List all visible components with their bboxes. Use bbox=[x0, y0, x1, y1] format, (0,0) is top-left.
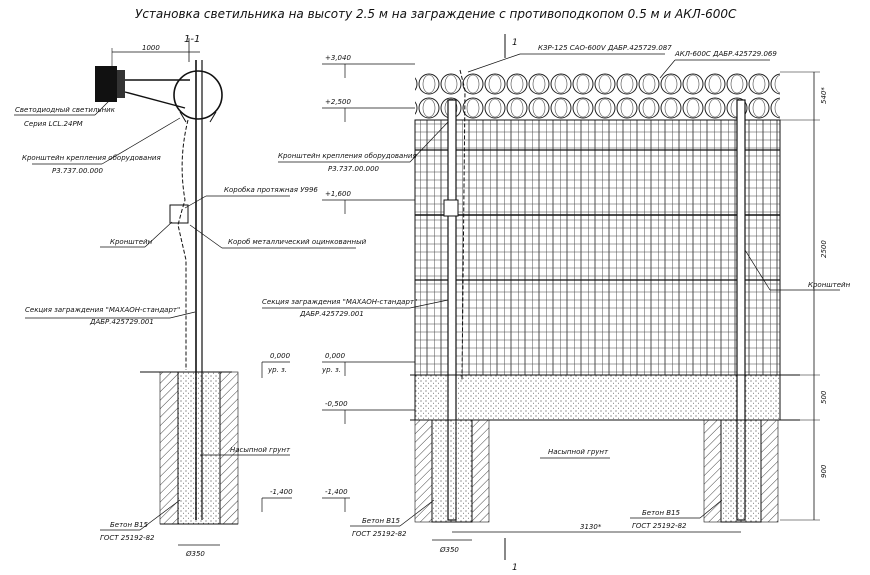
label-concrete-left: Бетон В15 bbox=[110, 521, 149, 529]
dim-540: 540* bbox=[820, 87, 828, 104]
level-marks-right bbox=[322, 63, 415, 512]
vertical-dim-chain bbox=[780, 71, 820, 521]
ring-foot-r bbox=[209, 111, 217, 123]
label-fill-soil-left: Насыпной грунт bbox=[230, 446, 291, 454]
anti-dig-mesh bbox=[414, 374, 781, 421]
label-akl: АКЛ-600С ДАБР.425729.069 bbox=[674, 50, 777, 58]
label-concrete-right-1: Бетон В15 bbox=[362, 517, 401, 525]
label-galv-duct-left: Короб металлический оцинкованный bbox=[228, 238, 367, 246]
leader-concrete-right-2b bbox=[699, 499, 723, 519]
leader-bracket-eq-right-2 bbox=[409, 121, 449, 163]
led-lamp-body bbox=[95, 66, 117, 102]
cable-duct-left bbox=[177, 119, 189, 370]
label-diam-right: Ø350 bbox=[439, 546, 459, 554]
dim-top-1000: 1000 bbox=[142, 44, 160, 52]
leader-duct-2 bbox=[189, 224, 223, 249]
concrete-footing-right-1 bbox=[431, 419, 473, 523]
dim-500: 500 bbox=[820, 390, 828, 404]
label-level-3040: +3,040 bbox=[325, 54, 351, 62]
lamp-arm-strut bbox=[124, 91, 186, 109]
label-span: 3130* bbox=[580, 523, 602, 531]
label-level-m1400-left: -1,400 bbox=[270, 488, 293, 496]
label-led-lamp: Светодиодный светильник bbox=[15, 106, 116, 114]
label-gost-right-2: ГОСТ 25192-82 bbox=[632, 522, 687, 530]
label-fill-soil-right: Насыпной грунт bbox=[548, 448, 609, 456]
section-label-left: 1-1 bbox=[184, 34, 200, 45]
label-bracket-left: Кронштейн bbox=[110, 238, 153, 246]
label-bracket-equipment-right: Кронштейн крепления оборудования bbox=[278, 152, 417, 160]
leader-led-2 bbox=[94, 99, 111, 116]
label-level-m0500: -0,500 bbox=[325, 400, 348, 408]
label-bracket-code-left: Р3.737.00.000 bbox=[52, 167, 104, 175]
soil-hatch-right-1a bbox=[414, 419, 433, 523]
label-fence-section-right: Секция заграждения "МАХАОН-стандарт" bbox=[262, 298, 417, 306]
soil-hatch-right-2b bbox=[760, 419, 779, 523]
label-level-m1400-right: -1,400 bbox=[325, 488, 348, 496]
cut-label-top: 1 bbox=[512, 38, 518, 48]
label-bracket-code-right: Р3.737.00.000 bbox=[328, 165, 380, 173]
leader-concrete-left-2 bbox=[139, 499, 181, 531]
ring-foot-l bbox=[179, 111, 187, 123]
label-concrete-right-2: Бетон В15 bbox=[642, 509, 681, 517]
leader-section-right-2 bbox=[409, 299, 449, 309]
leader-akl-2 bbox=[659, 59, 676, 79]
leader-section-2 bbox=[169, 311, 196, 319]
label-ground-level-right: ур. з. bbox=[321, 366, 341, 374]
label-junction-box: Коробка протяжная У996 bbox=[224, 186, 318, 194]
cable-duct-right bbox=[459, 69, 466, 381]
label-led-series: Серия LCL.24PM bbox=[24, 120, 83, 128]
label-bracket-equipment-left: Кронштейн крепления оборудования bbox=[22, 154, 161, 162]
label-diam-left: Ø350 bbox=[185, 550, 205, 558]
junction-box-left bbox=[169, 204, 189, 224]
leader-junction-2 bbox=[184, 195, 207, 209]
label-kzr: КЗР-125 САО-600V ДАБР.425729.087 bbox=[538, 44, 672, 52]
led-lamp-mount bbox=[117, 70, 125, 98]
soil-hatch-right-1b bbox=[471, 419, 490, 523]
leader-kronshtein-2 bbox=[144, 221, 173, 248]
label-gost-left: ГОСТ 25192-82 bbox=[100, 534, 155, 542]
label-level-0-left: 0,000 bbox=[270, 352, 291, 360]
label-level-1600: +1,600 bbox=[325, 190, 351, 198]
leader-kzr-2 bbox=[467, 53, 521, 73]
leader-bracket-eq-2 bbox=[101, 117, 181, 165]
soil-hatch-right-2a bbox=[703, 419, 722, 523]
leader-bracket-right-2 bbox=[744, 249, 771, 291]
label-bracket-right: Кронштейн bbox=[808, 281, 851, 289]
label-gost-right-1: ГОСТ 25192-82 bbox=[352, 530, 407, 538]
bracket-ring bbox=[173, 70, 223, 120]
dim-900: 900 bbox=[820, 464, 828, 478]
label-level-2500: +2,500 bbox=[325, 98, 351, 106]
concrete-footing-right-2 bbox=[720, 419, 762, 523]
label-ground-level-left: ур. з. bbox=[267, 366, 287, 374]
soil-hatch-left-a bbox=[159, 371, 179, 525]
label-level-0-right: 0,000 bbox=[325, 352, 346, 360]
cut-label-bottom: 1 bbox=[512, 563, 518, 573]
label-fence-section-left: Секция заграждения "МАХАОН-стандарт" bbox=[25, 306, 180, 314]
razor-wire-akl bbox=[415, 72, 780, 120]
concrete-footing-left bbox=[177, 371, 221, 525]
fence-mesh-panel bbox=[414, 119, 781, 376]
dim-2500: 2500 bbox=[820, 240, 828, 258]
label-fence-code-left: ДАБР.425729.001 bbox=[89, 318, 154, 326]
junction-box-right bbox=[443, 199, 459, 217]
leader-concrete-right-1b bbox=[399, 499, 435, 527]
label-fence-code-right: ДАБР.425729.001 bbox=[299, 310, 364, 318]
drawing-title: Установка светильника на высоту 2.5 м на… bbox=[135, 7, 737, 21]
